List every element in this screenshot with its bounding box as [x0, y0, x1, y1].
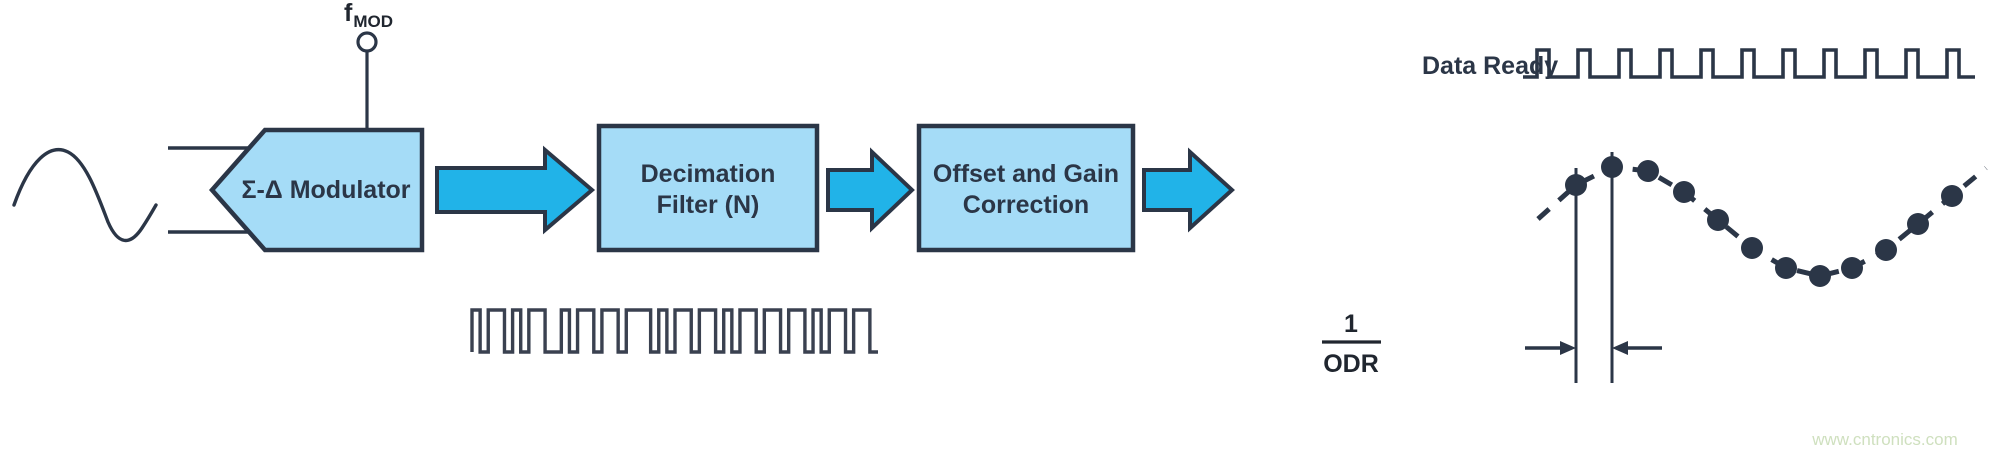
odr-fraction-denominator: ODR [1323, 350, 1379, 378]
fmod-label: fMOD [344, 0, 393, 31]
sample-dot [1707, 209, 1729, 231]
arrow-correction-to-output [1142, 147, 1235, 233]
sample-dot [1741, 237, 1763, 259]
modulator-bitstream-waveform [470, 308, 878, 354]
analog-input-sine [12, 148, 158, 243]
data-ready-waveform [1523, 48, 1975, 79]
block-correction-label-line1: Offset and Gain [933, 160, 1119, 188]
block-decimation-filter[interactable]: Decimation Filter (N) [596, 123, 820, 253]
sample-dot [1907, 213, 1929, 235]
block-decimation-label-line2: Filter (N) [657, 191, 760, 219]
arrow-modulator-to-decimation [435, 145, 596, 235]
block-decimation-label-line1: Decimation [641, 160, 776, 188]
block-modulator[interactable]: Σ-Δ Modulator [208, 127, 425, 253]
sample-dot [1875, 239, 1897, 261]
fmod-label-main: f [344, 0, 353, 27]
block-offset-gain-correction[interactable]: Offset and Gain Correction [916, 123, 1136, 253]
sample-dot [1941, 185, 1963, 207]
block-correction-label-line2: Correction [963, 191, 1089, 219]
fmod-label-sub: MOD [353, 12, 393, 31]
watermark-text: www.cntronics.com [1811, 430, 1957, 449]
sample-dots [1565, 156, 1963, 287]
odr-dimension-markers [1525, 152, 1662, 383]
sampled-output-signal [1536, 156, 1988, 287]
fmod-terminal-icon [356, 31, 378, 53]
block-modulator-label: Σ-Δ Modulator [241, 176, 410, 204]
odr-fraction-label: 1 ODR [1322, 310, 1381, 378]
sample-dot [1809, 265, 1831, 287]
sample-dot [1673, 181, 1695, 203]
odr-fraction-numerator: 1 [1344, 310, 1358, 338]
sample-dot [1775, 257, 1797, 279]
arrow-decimation-to-correction [826, 147, 915, 233]
sample-dot [1841, 257, 1863, 279]
sample-dot [1637, 160, 1659, 182]
fmod-clock-node [356, 31, 378, 130]
